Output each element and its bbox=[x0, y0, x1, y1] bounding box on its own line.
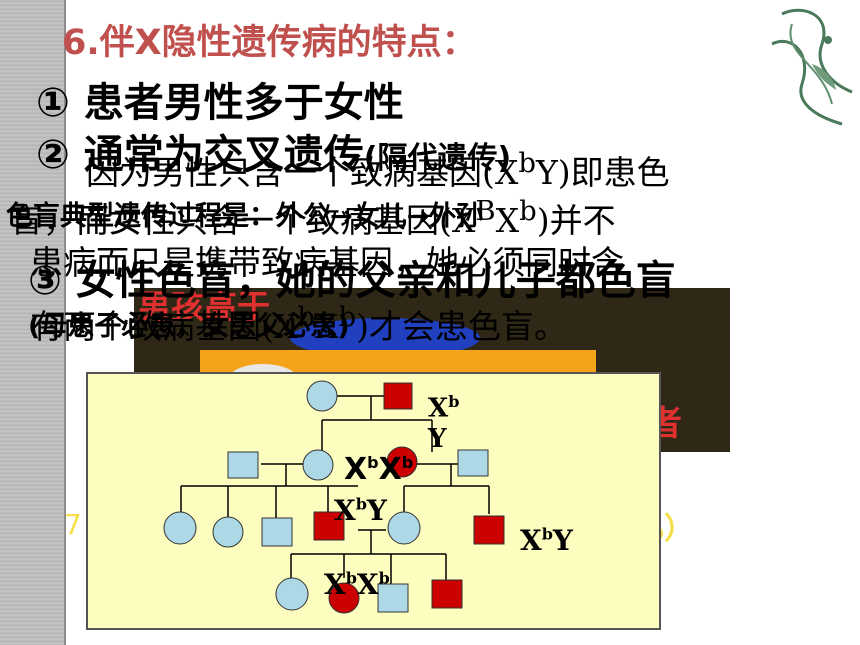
pedigree-male-normal bbox=[227, 451, 259, 479]
pedigree-label-g3-male: XbY bbox=[334, 494, 387, 527]
explanation-line-4: 有两个致病基因(XbXb)才会患色盲。 bbox=[30, 301, 567, 346]
pedigree-panel bbox=[86, 372, 661, 630]
pedigree-female-normal bbox=[163, 511, 197, 545]
pedigree-female-normal bbox=[387, 511, 421, 545]
overlay-red-text-left: 男孩高于 bbox=[138, 287, 270, 326]
left-decorative-strip bbox=[0, 0, 64, 645]
pedigree-female-affected bbox=[328, 582, 360, 614]
pedigree-female-normal bbox=[306, 380, 338, 412]
pedigree-label-g3-right-male: XbY bbox=[520, 524, 573, 557]
pedigree-label-g2-female: XbXb bbox=[344, 452, 414, 487]
left-strip-edge bbox=[64, 0, 66, 645]
pedigree-male-affected bbox=[313, 511, 345, 541]
pedigree-label-g4-female: XbXb bbox=[324, 568, 390, 601]
overlay-yellow-text-left: 7 bbox=[64, 508, 82, 541]
explanation-line-1: 因为男性只含一个致病基因(XbY)即患色 bbox=[86, 147, 670, 192]
pedigree-female-normal bbox=[275, 577, 309, 611]
typical-inheritance-text: 色盲典型遗传过程是：外公→女儿→外孙 bbox=[6, 201, 484, 232]
pedigree-female-normal bbox=[302, 449, 334, 481]
parent-note-text: (母患子必患，女患父必患) bbox=[28, 311, 350, 342]
explanation-line-3: 患病而只是携带致病基因，她必须同时含 bbox=[30, 243, 624, 282]
point-2-text: ② 通常为交叉遗传(隔代遗传) bbox=[36, 132, 512, 178]
pedigree-lines bbox=[180, 395, 490, 584]
point-3-text: ③ 女性色盲，她的父亲和儿子都色盲 bbox=[28, 258, 676, 304]
pedigree-male-affected bbox=[473, 515, 505, 545]
pedigree-male-affected bbox=[383, 382, 413, 410]
pedigree-chart bbox=[163, 380, 505, 614]
phoenix-ornament-icon bbox=[771, 8, 853, 126]
explanation-line-2: 盲，而女性只含一个致病基因(XBXb)并不 bbox=[10, 195, 616, 240]
pedigree-female-affected bbox=[386, 446, 418, 478]
pedigree-male-normal bbox=[377, 583, 409, 613]
point-1-text: ① 患者男性多于女性 bbox=[36, 80, 404, 126]
page-title: 6.伴X隐性遗传病的特点： bbox=[62, 23, 477, 63]
pedigree-male-affected bbox=[431, 579, 463, 609]
pedigree-male-normal bbox=[261, 517, 293, 547]
pedigree-female-normal bbox=[212, 516, 244, 548]
pedigree-male-normal bbox=[457, 449, 489, 477]
